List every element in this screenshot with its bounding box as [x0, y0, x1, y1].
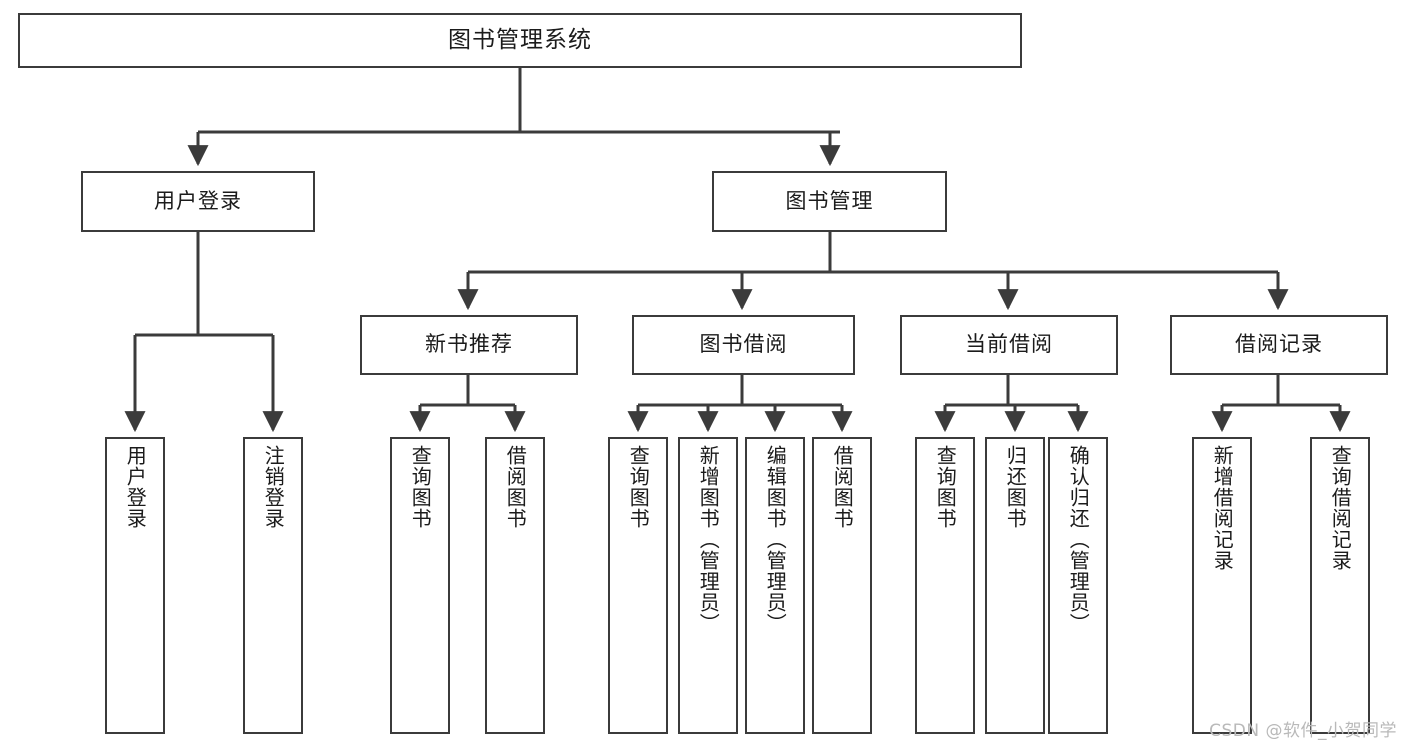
leaf-user-login-login[interactable]: 用户登录: [105, 437, 165, 734]
leaf-borrow-record-query[interactable]: 查询借阅记录: [1310, 437, 1370, 734]
leaf-new-book-borrow[interactable]: 借阅图书: [485, 437, 545, 734]
node-label: 查询图书: [933, 445, 958, 529]
node-current-borrowing[interactable]: 当前借阅: [900, 315, 1118, 375]
node-label: 当前借阅: [965, 332, 1053, 357]
node-new-book-recommendation[interactable]: 新书推荐: [360, 315, 578, 375]
leaf-book-borrow-query[interactable]: 查询图书: [608, 437, 668, 734]
node-label: 确认归还（管理员）: [1066, 445, 1091, 634]
leaf-book-borrow-add-admin[interactable]: 新增图书（管理员）: [678, 437, 738, 734]
leaf-book-borrow-edit-admin[interactable]: 编辑图书（管理员）: [745, 437, 805, 734]
leaf-current-borrow-query[interactable]: 查询图书: [915, 437, 975, 734]
node-user-login[interactable]: 用户登录: [81, 171, 315, 232]
node-label: 借阅记录: [1235, 332, 1323, 357]
node-label: 编辑图书（管理员）: [763, 445, 788, 634]
node-label: 归还图书: [1003, 445, 1028, 529]
node-label: 新书推荐: [425, 332, 513, 357]
node-label: 借阅图书: [503, 445, 528, 529]
leaf-current-borrow-return[interactable]: 归还图书: [985, 437, 1045, 734]
node-book-management[interactable]: 图书管理: [712, 171, 947, 232]
leaf-book-borrow-borrow[interactable]: 借阅图书: [812, 437, 872, 734]
node-label: 查询图书: [626, 445, 651, 529]
node-root-book-management-system[interactable]: 图书管理系统: [18, 13, 1022, 68]
node-book-borrowing[interactable]: 图书借阅: [632, 315, 855, 375]
node-label: 图书管理系统: [448, 26, 592, 53]
node-label: 查询借阅记录: [1328, 445, 1353, 571]
node-label: 用户登录: [154, 188, 242, 213]
node-label: 新增图书（管理员）: [696, 445, 721, 634]
node-label: 新增借阅记录: [1210, 445, 1235, 571]
leaf-current-borrow-confirm-return-admin[interactable]: 确认归还（管理员）: [1048, 437, 1108, 734]
node-borrow-records[interactable]: 借阅记录: [1170, 315, 1388, 375]
leaf-new-book-query[interactable]: 查询图书: [390, 437, 450, 734]
node-label: 图书借阅: [699, 332, 788, 357]
leaf-user-login-logout[interactable]: 注销登录: [243, 437, 303, 734]
node-label: 用户登录: [123, 445, 148, 529]
node-label: 查询图书: [408, 445, 433, 529]
node-label: 图书管理: [785, 188, 874, 213]
node-label: 注销登录: [261, 445, 286, 529]
node-label: 借阅图书: [830, 445, 855, 529]
leaf-borrow-record-add[interactable]: 新增借阅记录: [1192, 437, 1252, 734]
